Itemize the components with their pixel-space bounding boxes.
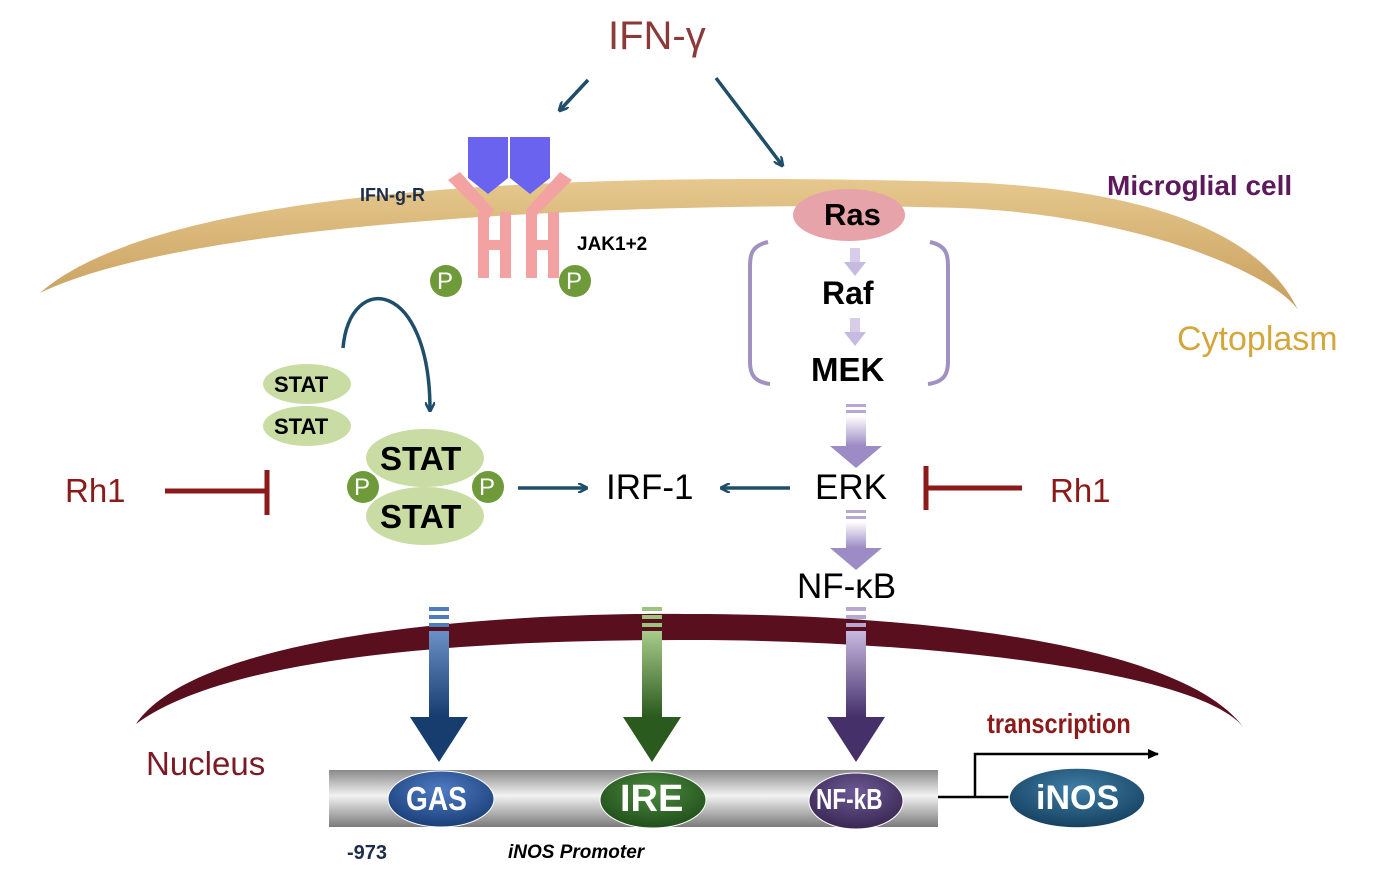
rh1-right-label: Rh1 xyxy=(1050,472,1111,509)
inos-label: iNOS xyxy=(1036,779,1120,817)
cytoplasm-label: Cytoplasm xyxy=(1177,320,1338,358)
arrow-irf1-to-ire xyxy=(623,607,681,762)
ire-site xyxy=(599,771,707,829)
nfkb-label: NF-κB xyxy=(797,567,897,606)
rh1-inhibitor-right xyxy=(923,466,1022,510)
stat-dimer-top-label: STAT xyxy=(380,440,462,477)
nuclear-membrane xyxy=(136,613,1244,728)
transcription-label: transcription xyxy=(987,708,1131,739)
stat-monomer-1 xyxy=(263,364,351,404)
ifn-gamma-receptor xyxy=(448,172,572,278)
phospho-jak-right xyxy=(559,265,591,297)
arrow-nfkb-to-site xyxy=(827,607,885,762)
phospho-jak-right-label: P xyxy=(566,268,583,295)
nucleus-label: Nucleus xyxy=(146,745,266,782)
arrow-erk-to-nfkb xyxy=(830,510,882,570)
arrow-stat-to-gas xyxy=(410,607,468,762)
phospho-stat-left xyxy=(347,471,379,503)
microglial-cell-label: Microglial cell xyxy=(1107,170,1293,201)
phospho-stat-left-label: P xyxy=(354,474,371,501)
gas-label: GAS xyxy=(406,780,467,817)
rh1-inhibitor-left xyxy=(165,470,270,515)
stat-monomer-2-label: STAT xyxy=(274,414,329,439)
stat-monomer-1-label: STAT xyxy=(274,372,329,397)
arrow-mek-to-erk xyxy=(830,404,882,468)
transcription-arrow xyxy=(973,749,1159,797)
phospho-jak-left-label: P xyxy=(437,268,454,295)
ire-label: IRE xyxy=(620,778,684,820)
stat-dimer-top xyxy=(366,429,484,487)
erk-label: ERK xyxy=(815,468,887,507)
mek-label: MEK xyxy=(811,351,885,388)
inos-gene xyxy=(1008,767,1146,829)
phospho-jak-left xyxy=(430,265,462,297)
rh1-left-label: Rh1 xyxy=(65,472,126,509)
stat-monomer-2 xyxy=(263,406,351,446)
stat-dimer-bottom xyxy=(366,487,484,545)
raf-label: Raf xyxy=(822,275,874,311)
ifn-gamma-label: IFN-γ xyxy=(608,14,706,58)
nfkb-site xyxy=(808,772,904,830)
mapk-bracket-right xyxy=(927,240,950,386)
ligand-right xyxy=(510,137,550,194)
phospho-stat-right xyxy=(472,471,504,503)
arrow-raf-to-mek xyxy=(844,318,866,346)
arrow-ifn-to-receptor xyxy=(560,78,590,110)
jak-label: JAK1+2 xyxy=(577,234,648,255)
irf1-label: IRF-1 xyxy=(606,468,694,507)
ras-label: Ras xyxy=(824,197,881,232)
promoter-label: iNOS Promoter xyxy=(508,842,645,863)
arrow-jak-to-stat xyxy=(341,296,430,410)
nfkb-site-label: NF-kB xyxy=(816,784,883,816)
arrow-ras-to-raf xyxy=(844,248,866,276)
receptor-label: IFN-g-R xyxy=(360,185,425,205)
ligand-left xyxy=(468,137,508,194)
promoter-position-label: -973 xyxy=(347,842,388,864)
ras-oval xyxy=(793,189,905,241)
stat-dimer-bottom-label: STAT xyxy=(380,498,462,535)
arrow-ifn-to-ras xyxy=(714,76,782,165)
gas-site xyxy=(387,770,495,828)
cell-membrane xyxy=(40,179,1298,310)
phospho-stat-right-label: P xyxy=(479,474,496,501)
mapk-bracket-left xyxy=(748,240,771,386)
